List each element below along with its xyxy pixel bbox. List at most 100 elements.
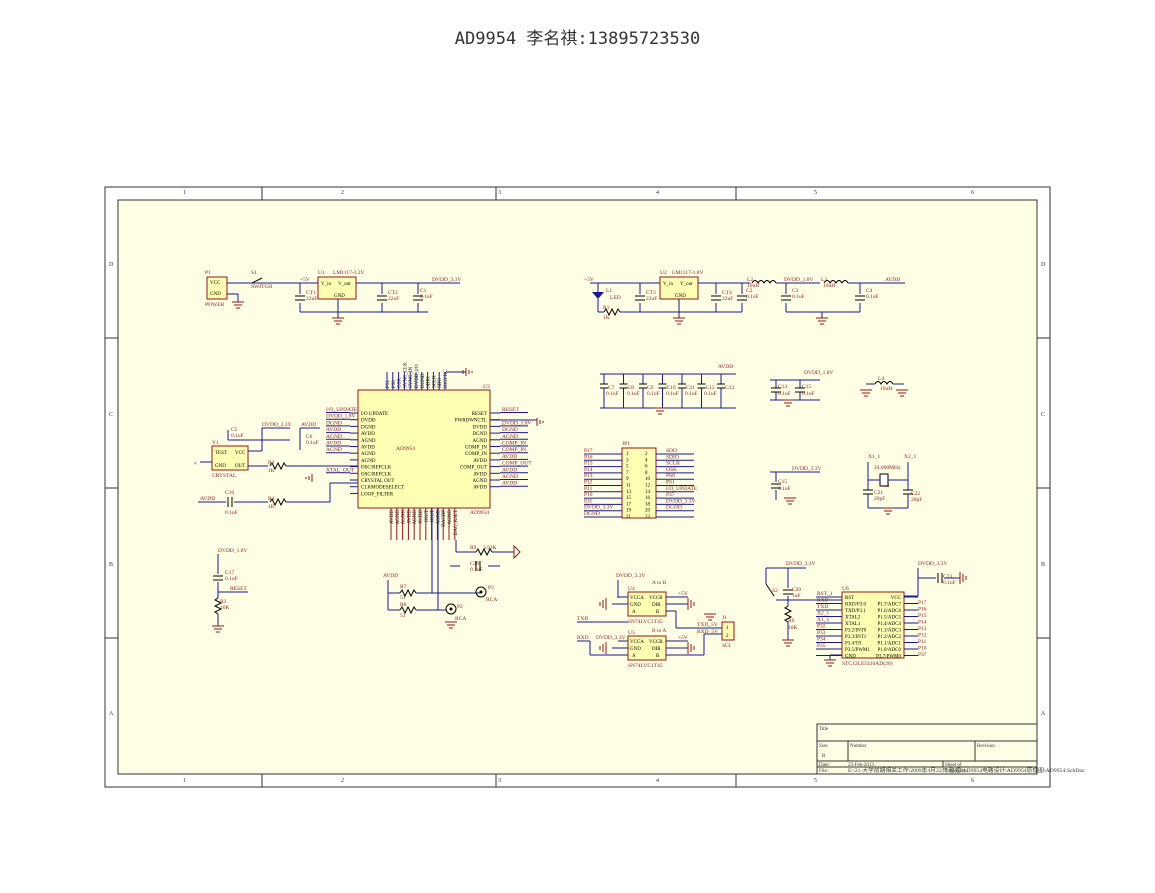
u3-left-net: AGND — [326, 434, 342, 440]
svg-text:VCCA: VCCA — [630, 596, 644, 601]
jp1-left-net: P11 — [584, 486, 593, 492]
svg-text:SCI: SCI — [722, 643, 731, 649]
svg-text:DIR: DIR — [652, 647, 661, 652]
svg-text:R4: R4 — [268, 496, 275, 502]
svg-text:0.1uF: 0.1uF — [666, 391, 679, 397]
svg-text:0.1uF: 0.1uF — [420, 294, 433, 300]
svg-text:DVDD_3.3V: DVDD_3.3V — [596, 635, 626, 641]
u3-pin-label: AVDD — [473, 459, 487, 464]
u3-pin-label: DGND — [473, 432, 488, 437]
u6-pins: RSTRXD/P3.0TXD/P3.1XTAL2XTAL1P3.2/INT0P3… — [816, 591, 927, 660]
u3-right-net: RESET — [502, 407, 519, 413]
u6-pin-label: P3.4/T0 — [845, 642, 861, 647]
svg-text:L4: L4 — [878, 376, 884, 382]
u6-left-net: TXD — [817, 604, 828, 610]
svg-text:C3: C3 — [792, 288, 799, 294]
u3-right-net: AGND — [502, 434, 518, 440]
svg-text:C21: C21 — [874, 490, 883, 496]
u3-pin-label: OSK — [398, 378, 403, 388]
svg-text:Y1: Y1 — [212, 440, 219, 446]
u3-left-net: AGND — [326, 447, 342, 453]
pin-header-jp1 — [621, 447, 657, 519]
svg-text:L3: L3 — [821, 277, 827, 283]
u6-left-net: P32 — [817, 624, 826, 630]
grid-col-label: 1 — [183, 190, 186, 196]
svg-text:R7: R7 — [400, 584, 407, 590]
u3-right-net: AVDD — [502, 467, 517, 473]
level-shifters: A to B DVDD_3.3V U4 VCCA VCCB GND DIR A … — [577, 573, 735, 669]
svg-text:AVDD: AVDD — [885, 277, 900, 283]
u6-left-net: RXD — [817, 598, 829, 604]
u3-pin-label: AGND — [402, 510, 407, 525]
svg-text:51: 51 — [400, 595, 406, 601]
jp1-left-net: P15 — [584, 461, 593, 467]
u3-pin-label: DAC_RSET — [454, 510, 459, 535]
svg-text:GND: GND — [630, 647, 641, 652]
svg-text:20pF: 20pF — [874, 496, 885, 502]
svg-text:CT1: CT1 — [306, 290, 316, 296]
u3-pin-label: AVDD — [407, 510, 412, 524]
grid-col-label: 6 — [971, 778, 974, 784]
u6-pin-label: RST — [845, 596, 854, 601]
jp1-left-net: P16 — [584, 454, 593, 460]
u3-pin-label: SCLK — [432, 375, 437, 388]
svg-text:0.1uF: 0.1uF — [647, 391, 660, 397]
svg-text:LM1117-1.8V: LM1117-1.8V — [672, 270, 704, 276]
rca-jack-icon — [475, 586, 487, 598]
u6-pin-label: VCC — [891, 596, 902, 601]
svg-text:1K: 1K — [268, 504, 275, 510]
cap-ref: C7 — [608, 385, 615, 391]
jp1-right-net: P37 — [666, 492, 675, 498]
u6-left-net: P33 — [817, 630, 826, 636]
inductor-icon — [823, 280, 849, 284]
svg-text:S1: S1 — [251, 270, 257, 276]
svg-text:10uH: 10uH — [880, 386, 892, 392]
svg-text:B: B — [656, 654, 660, 659]
svg-text:DVDD_3.3V: DVDD_3.3V — [432, 277, 462, 283]
grid-row-label: A — [109, 711, 114, 717]
svg-text:AVDD: AVDD — [718, 364, 733, 370]
svg-text:0.1uF: 0.1uF — [627, 391, 640, 397]
svg-text:VCCB: VCCB — [649, 596, 663, 601]
svg-text:RCA: RCA — [455, 616, 466, 622]
reset-switch-icon — [765, 583, 775, 597]
grid-row-label: C — [1041, 412, 1045, 418]
svg-text:AD9954: AD9954 — [396, 446, 415, 452]
power-supply-3v3: P1 VCC GND POWER S1 SWITCH +5V U1 LM1117… — [205, 270, 462, 325]
jp1-pin-number: 20 — [645, 509, 651, 514]
jp1-pin-number: 12 — [645, 484, 651, 489]
grid-col-label: 4 — [656, 190, 659, 196]
u3-left-net: I/O_UPDATE — [326, 407, 358, 413]
svg-text:X1_1: X1_1 — [868, 454, 880, 460]
cap-ref: C8 — [628, 385, 635, 391]
u6-right-net: P11 — [918, 639, 927, 645]
svg-text:DVDD_1.8V: DVDD_1.8V — [218, 548, 248, 554]
mcu-section: DVDD_3.3V S2 C20 1uF R6 10K U6 STC12LE54… — [765, 561, 967, 667]
u3-pin-label: COMP_IN — [465, 452, 487, 457]
u3-pin-label: AGND — [361, 459, 376, 464]
svg-text:V_out: V_out — [338, 282, 351, 287]
svg-text:0.1uF: 0.1uF — [802, 391, 815, 397]
jp1-right-net: SDO — [666, 448, 677, 454]
svg-text:0.1uF: 0.1uF — [792, 294, 805, 300]
jp1-pin-number: 21 — [626, 515, 632, 520]
svg-text:OUT: OUT — [235, 464, 245, 469]
svg-text:C20: C20 — [792, 587, 801, 593]
u6-pin-label: TXD/P3.1 — [845, 609, 866, 614]
svg-text:R6: R6 — [788, 618, 795, 624]
jp1-right-net: DVDD_3.3V — [666, 498, 696, 504]
svg-text:C19: C19 — [470, 561, 479, 567]
svg-text:+5V: +5V — [584, 277, 594, 283]
svg-text:+5V: +5V — [678, 635, 688, 641]
u3-pin-label: SDIO — [427, 376, 432, 388]
u3-pin-label: AGND — [448, 510, 453, 525]
power-supply-1v8: +5V L1 LED R1 1K U2 LM1117-1.8V V_in V_o… — [584, 270, 905, 325]
svg-text:U5: U5 — [628, 630, 635, 636]
title-block: Title Size B Number Revision Date: 23-Fe… — [816, 723, 1086, 775]
u6-right-net: P14 — [918, 620, 927, 626]
u3-right-net: DGND — [502, 427, 518, 433]
u3-right-net: AVDD — [502, 454, 517, 460]
u3-pin-label: SYNC_IN — [409, 366, 414, 388]
